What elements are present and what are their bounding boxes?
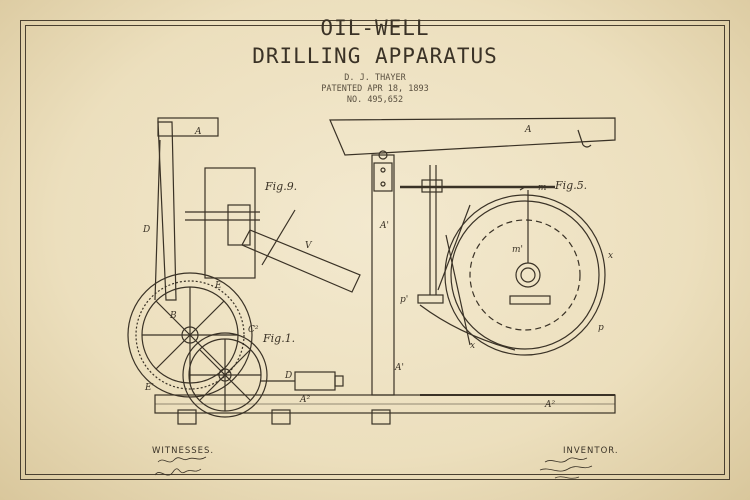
svg-text:E': E' [144,383,154,393]
svg-text:p': p' [400,295,408,305]
witness-signature-1 [157,456,207,463]
svg-text:C²: C² [248,325,259,335]
witness-signature-2 [154,468,202,476]
witnesses-heading: WITNESSES. [152,446,215,456]
inner-border [25,25,725,475]
fig5-label: Fig.5. [554,179,587,192]
svg-text:A²: A² [544,400,555,410]
svg-text:m': m' [512,245,523,255]
inventor-signature-2 [539,465,593,472]
svg-text:m: m [538,183,547,193]
svg-text:B: B [169,311,177,321]
svg-text:E: E [214,281,222,291]
patent-date: PATENTED APR 18, 1893 [321,84,429,94]
inventor-signature-3 [554,476,580,479]
title-line-2: DRILLING APPARATUS [252,44,498,68]
svg-text:p: p [598,323,604,333]
svg-text:A': A' [379,221,389,231]
svg-text:x: x [470,341,475,351]
svg-text:V: V [305,241,313,251]
inventor-signature-1 [544,457,588,463]
fig1-label: Fig.1. [262,332,295,345]
svg-text:A²: A² [299,395,310,405]
svg-text:x: x [608,251,613,261]
patent-number: NO. 495,652 [346,95,404,105]
svg-text:A: A [524,125,532,135]
svg-text:A': A' [394,363,404,373]
inventor-heading: INVENTOR. [563,446,619,456]
svg-text:D: D [142,225,150,235]
svg-text:D: D [284,371,292,381]
title-line-1: OIL-WELL [320,16,430,40]
svg-text:A: A [194,127,202,137]
inventor-name: D. J. THAYER [344,73,406,83]
outer-border [20,20,730,480]
fig9-label: Fig.9. [264,180,297,193]
